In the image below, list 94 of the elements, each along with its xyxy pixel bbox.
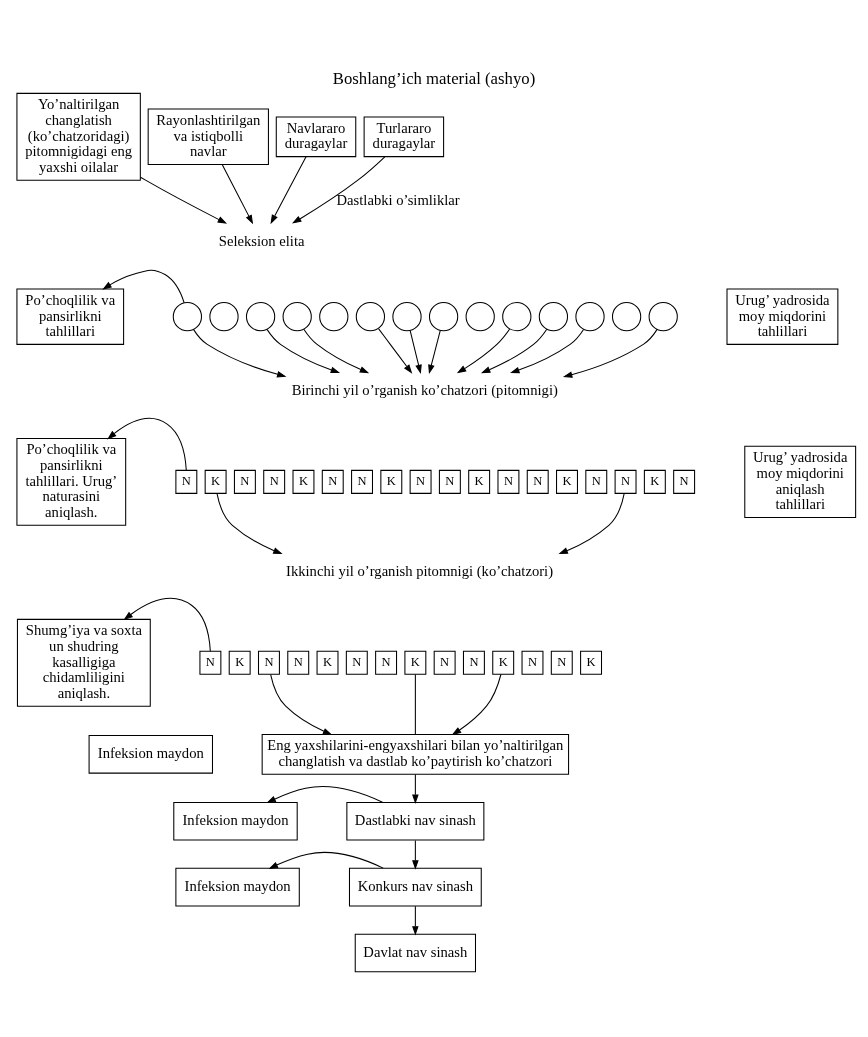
node-box: K: [204, 469, 227, 494]
arrow: [562, 328, 658, 378]
node-circle: [172, 301, 203, 331]
arrow: [412, 773, 419, 804]
node-circle: [245, 301, 276, 331]
node-box: N: [462, 650, 485, 675]
node-box: Konkurs nav sinash: [348, 867, 482, 906]
arrow: [292, 155, 386, 224]
arrow: [216, 492, 283, 554]
node-box: Rayonlashtirilgan va istiqbolli navlar: [147, 108, 269, 165]
node-box: Infeksion maydon: [173, 801, 298, 841]
arrow: [140, 176, 228, 224]
arrow: [102, 269, 185, 303]
node-box: N: [199, 650, 222, 675]
edge-label: Dastlabki o’simliklar: [336, 191, 460, 208]
node-box: Po’choqlilik va pansirlikni tahlillari: [16, 287, 125, 345]
node-box: N: [673, 469, 696, 494]
arrow: [303, 328, 370, 373]
node-box: Turlararo duragaylar: [363, 115, 445, 157]
node-circle: [319, 301, 349, 331]
arrow: [456, 328, 511, 373]
node-box: Po’choqlilik va pansirlikni tahlillari. Urug’ naturasini aniqlash.: [16, 437, 127, 526]
arrow: [270, 155, 307, 224]
arrow: [266, 328, 341, 373]
arrow: [409, 329, 422, 374]
node-box: N: [521, 650, 544, 675]
node-box: N: [345, 650, 368, 675]
node-circle: [538, 301, 569, 331]
node-text: Birinchi yil o’rganish ko’chatzori (pitomnigi): [291, 381, 558, 398]
node-box: N: [263, 469, 286, 494]
diagram-title: Boshlang’ich material (ashyo): [332, 68, 536, 88]
node-circle: [648, 301, 678, 331]
node-circle: [392, 301, 422, 331]
node-box: Yo’naltirilgan changlatish (ko’chatzoridagi) pitomnigidagi eng yaxshi oilalar: [16, 92, 141, 181]
connector: [414, 673, 416, 735]
node-box: N: [409, 469, 432, 494]
node-circle: [502, 301, 532, 331]
node-box: Urug’ yadrosida moy miqdorini aniqlash tahlillari: [744, 445, 857, 518]
node-box: Urug’ yadrosida moy miqdorini tahlillari: [726, 287, 839, 345]
arrow: [221, 163, 254, 224]
node-box: Shumg’iya va soxta un shudring kasalligiga chidamliligini aniqlash.: [16, 618, 151, 707]
node-box: K: [316, 650, 339, 675]
arrow: [107, 417, 187, 471]
arrow: [510, 328, 585, 373]
node-box: K: [380, 469, 403, 494]
arrow: [378, 327, 413, 374]
arrow: [266, 785, 384, 803]
node-box: K: [492, 650, 515, 675]
node-box: K: [292, 469, 315, 494]
arrow: [412, 839, 419, 870]
arrow: [192, 328, 287, 377]
node-text: Seleksion elita: [218, 232, 305, 249]
arrow: [558, 492, 625, 554]
node-circle: [575, 301, 605, 331]
node-box: Infeksion maydon: [175, 867, 300, 906]
node-circle: [465, 301, 495, 331]
node-box: N: [257, 650, 280, 675]
node-box: N: [175, 469, 198, 494]
node-box: N: [287, 650, 310, 675]
node-box: K: [556, 469, 578, 494]
node-box: N: [438, 469, 461, 494]
arrow: [268, 851, 384, 869]
node-box: Navlararo duragaylar: [275, 115, 357, 157]
arrow: [480, 328, 548, 373]
node-circle: [355, 301, 386, 331]
node-box: N: [321, 469, 344, 494]
arrow: [123, 597, 211, 652]
node-circle: [209, 301, 239, 331]
node-box: N: [375, 650, 398, 675]
node-box: K: [404, 650, 427, 675]
node-box: Dastlabki nav sinash: [346, 801, 485, 841]
node-box: K: [468, 469, 491, 494]
node-box: K: [643, 469, 666, 494]
node-box: N: [433, 650, 456, 675]
node-box: N: [585, 469, 608, 494]
node-box: K: [228, 650, 251, 675]
arrow: [451, 673, 502, 735]
arrow: [428, 329, 441, 374]
node-text: Ikkinchi yil o’rganish pitomnigi (ko’chatzori): [286, 562, 554, 579]
node-circle: [282, 301, 312, 331]
node-box: Eng yaxshilarini-engyaxshilari bilan yo’naltirilgan changlatish va dastlab ko’paytirish ko’chatzori: [261, 733, 570, 775]
node-circle: [428, 301, 459, 331]
node-box: Infeksion maydon: [88, 734, 213, 774]
node-box: N: [526, 469, 549, 494]
arrow: [412, 905, 419, 936]
node-box: Davlat nav sinash: [354, 933, 477, 972]
node-box: N: [550, 650, 573, 675]
node-box: N: [351, 469, 373, 494]
node-box: N: [497, 469, 520, 494]
node-box: N: [233, 469, 256, 494]
arrow: [270, 673, 333, 735]
node-box: K: [580, 650, 603, 675]
node-circle: [611, 301, 642, 331]
node-box: N: [614, 469, 637, 494]
